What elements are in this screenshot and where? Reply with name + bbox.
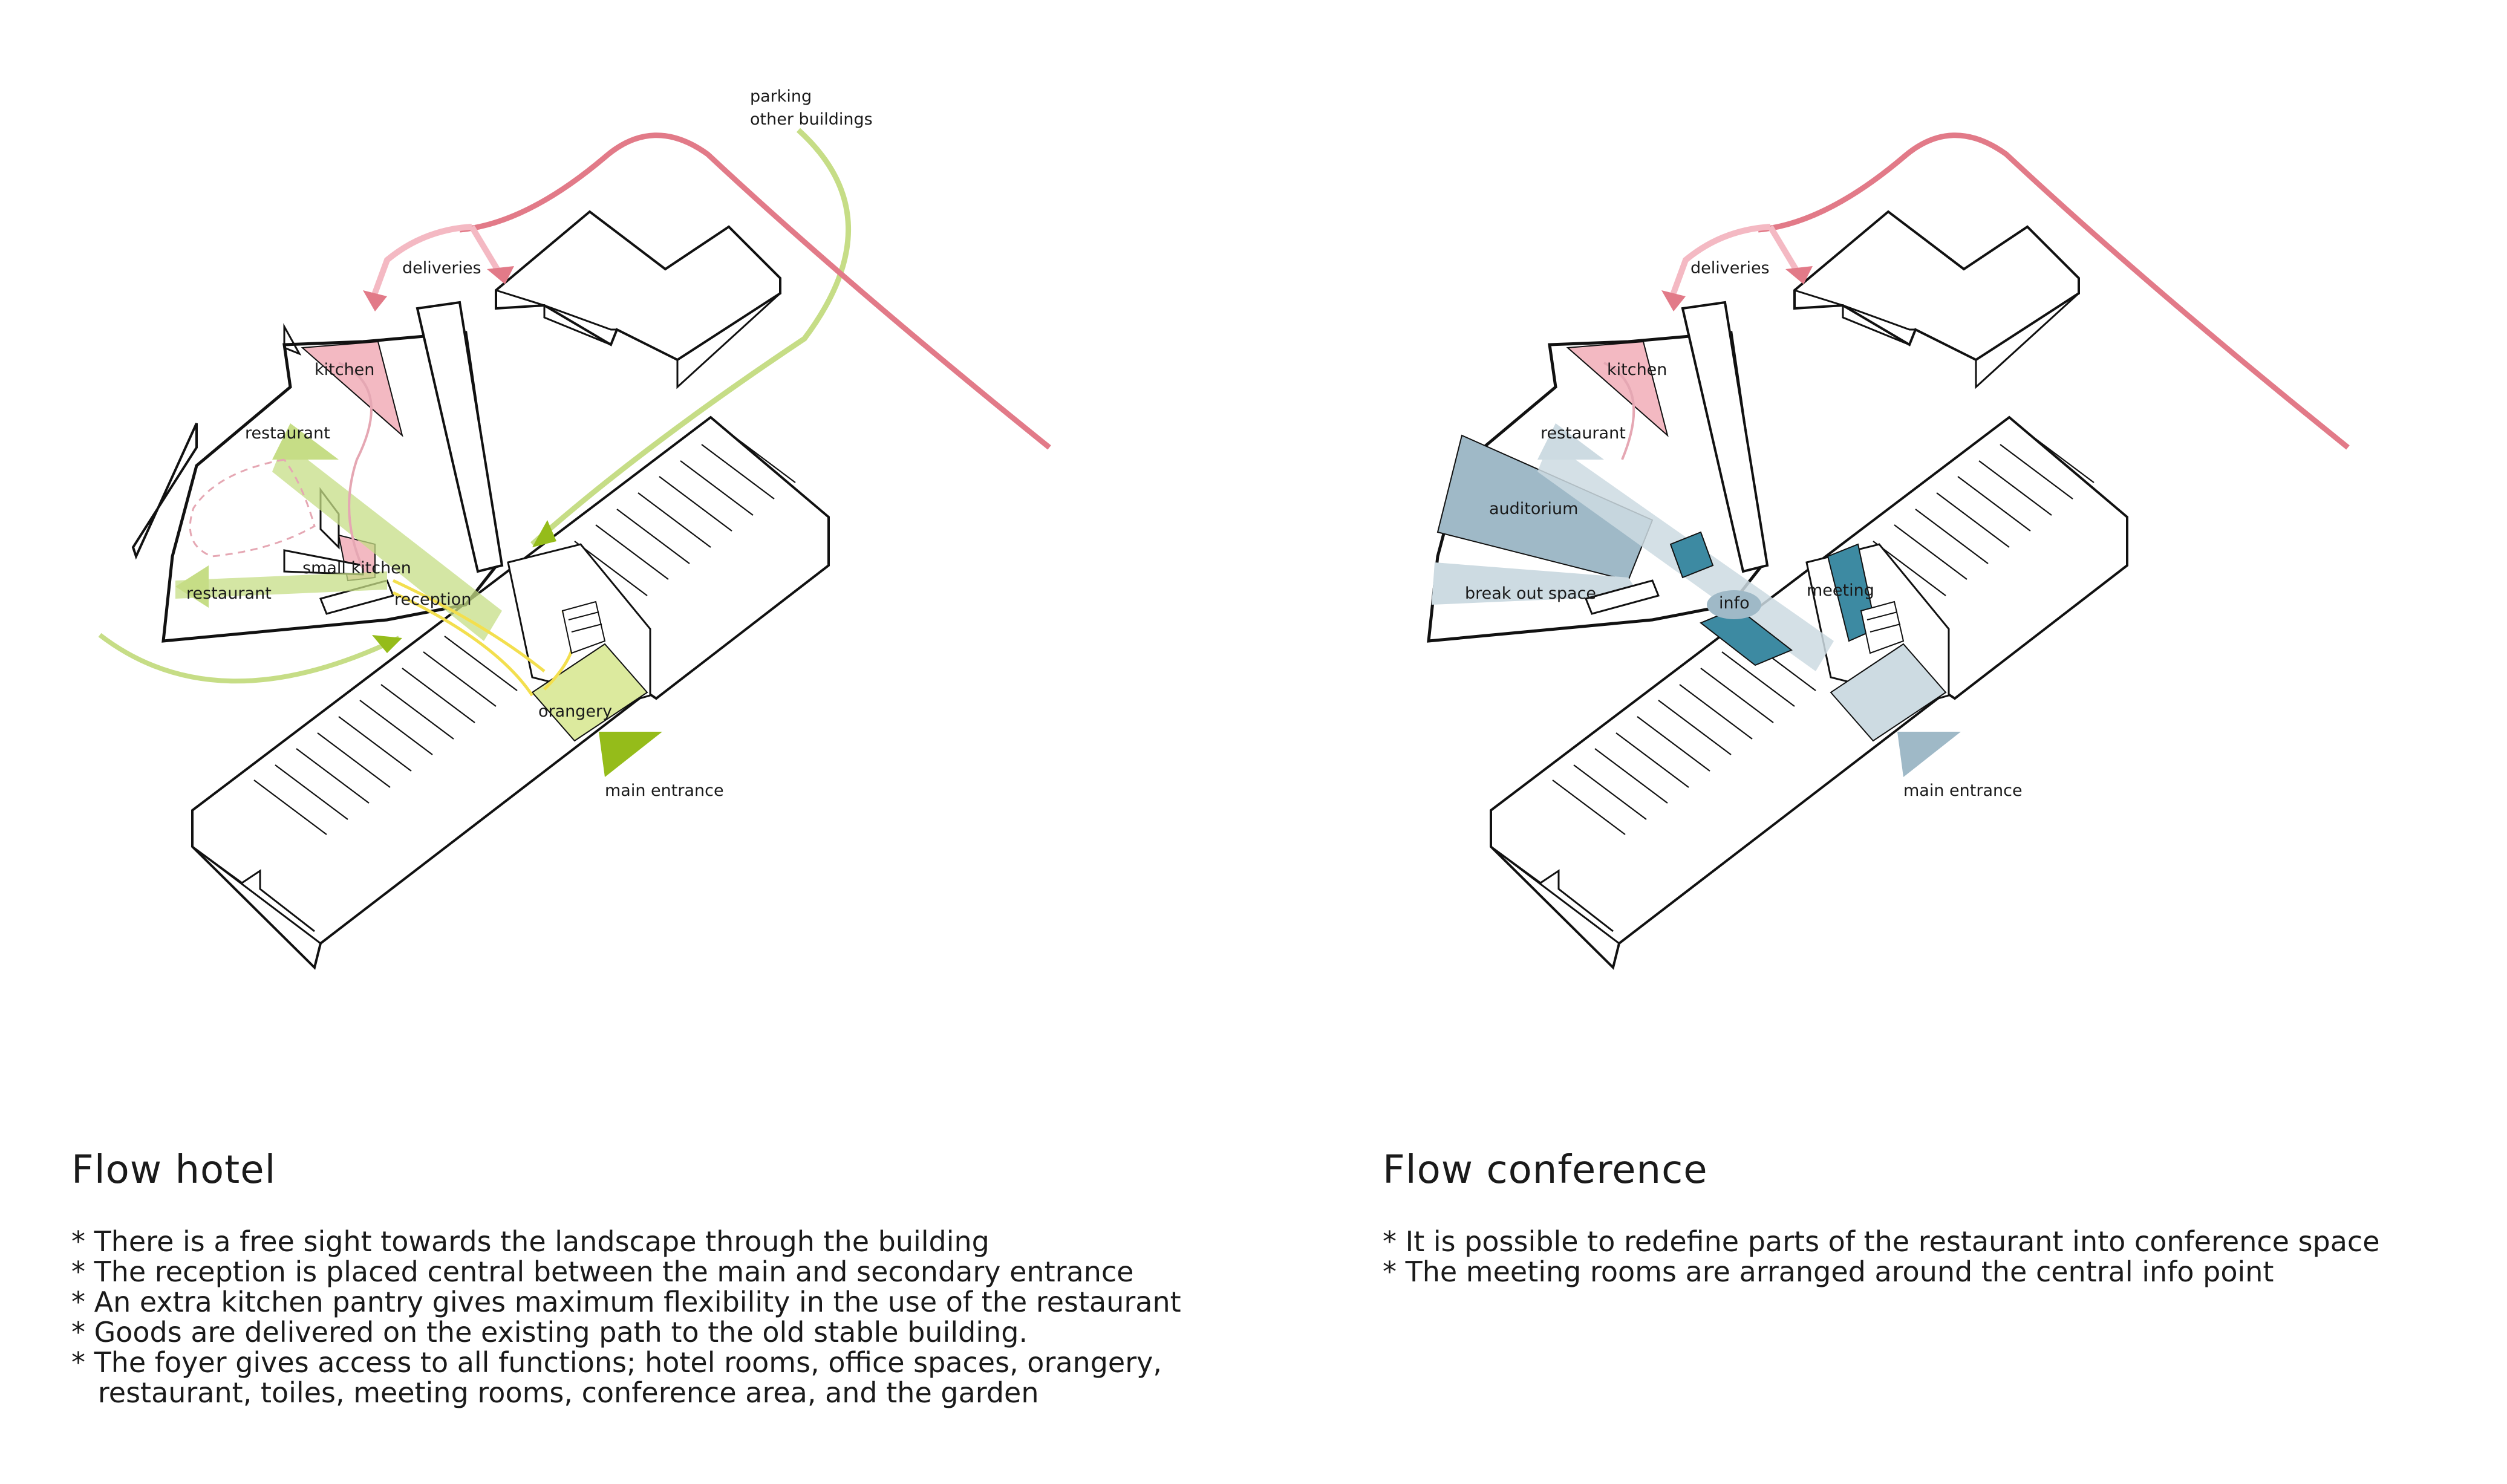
label-restaurant: restaurant	[1540, 424, 1626, 443]
label-kitchen: kitchen	[315, 360, 374, 379]
break-out-space-zone	[1432, 562, 1640, 605]
label-deliveries: deliveries	[402, 259, 481, 278]
restaurant-top-arrowhead	[272, 423, 339, 460]
label-kitchen: kitchen	[1607, 360, 1667, 379]
flow-conference-caption: Flow conference * It is possible to rede…	[1383, 1149, 2502, 1287]
sight-line-fan	[272, 441, 502, 641]
note-item: * An extra kitchen pantry gives maximum …	[71, 1286, 1181, 1319]
label-info: info	[1719, 594, 1750, 613]
flow-conference-title: Flow conference	[1383, 1148, 1708, 1193]
dashed-interior-route	[189, 458, 316, 558]
delivery-route	[459, 132, 1051, 450]
isolated-building-block	[495, 210, 781, 389]
delivery-branch-left	[371, 224, 472, 298]
note-item: * The meeting rooms are arranged around …	[1383, 1255, 2274, 1289]
label-small-kitchen: small kitchen	[302, 559, 411, 578]
stair-core	[1860, 600, 1905, 654]
flow-hotel-drawing: parking other buildings deliveries kitch…	[98, 87, 1051, 970]
label-main-entrance: main entrance	[1903, 781, 2023, 800]
kitchen-service-route	[1603, 362, 1635, 460]
delivery-arrowhead-left	[1661, 290, 1686, 311]
label-main-entrance: main entrance	[605, 781, 724, 800]
label-break-out-space: break out space	[1465, 584, 1596, 603]
restaurant-top-arrowhead	[1537, 423, 1604, 460]
note-item: * Goods are delivered on the existing pa…	[71, 1316, 1028, 1349]
restaurant-flow-band	[175, 571, 387, 599]
note-item: * The reception is placed central betwee…	[71, 1255, 1134, 1289]
flow-hotel-diagram: parking other buildings deliveries kitch…	[0, 0, 1253, 1028]
delivery-branch-left	[1669, 224, 1771, 298]
flow-conference-diagram: deliveries kitchen restaurant auditorium…	[1253, 0, 2506, 1028]
delivery-route	[1758, 132, 2350, 450]
stair-core	[561, 600, 606, 654]
label-restaurant-bottom: restaurant	[186, 584, 272, 603]
kitchen-service-route	[338, 362, 373, 569]
flow-hotel-notes: * There is a free sight towards the land…	[71, 1226, 1281, 1408]
flow-hotel-caption: Flow hotel * There is a free sight towar…	[71, 1149, 1281, 1408]
delivery-arrowhead-right	[1785, 266, 1813, 284]
garden-route-arrowhead	[372, 635, 402, 653]
flow-conference-drawing: deliveries kitchen restaurant auditorium…	[1427, 132, 2350, 970]
flow-conference-notes: * It is possible to redefine parts of th…	[1383, 1226, 2502, 1287]
note-item: * The foyer gives access to all function…	[71, 1346, 1162, 1379]
delivery-branch-right	[469, 225, 502, 274]
delivery-branch-right	[1767, 225, 1801, 274]
label-reception: reception	[394, 590, 471, 609]
note-item: * It is possible to redefine parts of th…	[1383, 1225, 2380, 1258]
label-restaurant-top: restaurant	[245, 424, 330, 443]
orangery-zone	[531, 643, 648, 742]
isolated-building-block	[1793, 210, 2080, 389]
ribbed-wing-building	[191, 415, 830, 970]
delivery-arrowhead-right	[487, 266, 514, 284]
info-point-marker	[1707, 590, 1761, 619]
garden-route	[98, 633, 400, 684]
main-entrance-marker	[1897, 732, 1961, 777]
label-auditorium: auditorium	[1489, 500, 1578, 518]
note-item: * There is a free sight towards the land…	[71, 1225, 989, 1258]
label-other-buildings: other buildings	[750, 110, 873, 129]
parking-route	[530, 128, 852, 547]
delivery-arrowhead-left	[363, 290, 387, 311]
label-orangery: orangery	[538, 702, 612, 721]
restaurant-flow-arrowhead	[175, 565, 209, 608]
label-deliveries: deliveries	[1690, 259, 1770, 278]
entrance-foyer-zone	[1830, 643, 1947, 742]
label-meeting: meeting	[1807, 581, 1874, 600]
main-entrance-marker	[599, 732, 662, 777]
label-parking: parking	[750, 87, 812, 106]
flow-hotel-title: Flow hotel	[71, 1148, 276, 1193]
note-item: restaurant, toiles, meeting rooms, confe…	[71, 1376, 1039, 1410]
parking-route-arrowhead	[532, 520, 556, 547]
